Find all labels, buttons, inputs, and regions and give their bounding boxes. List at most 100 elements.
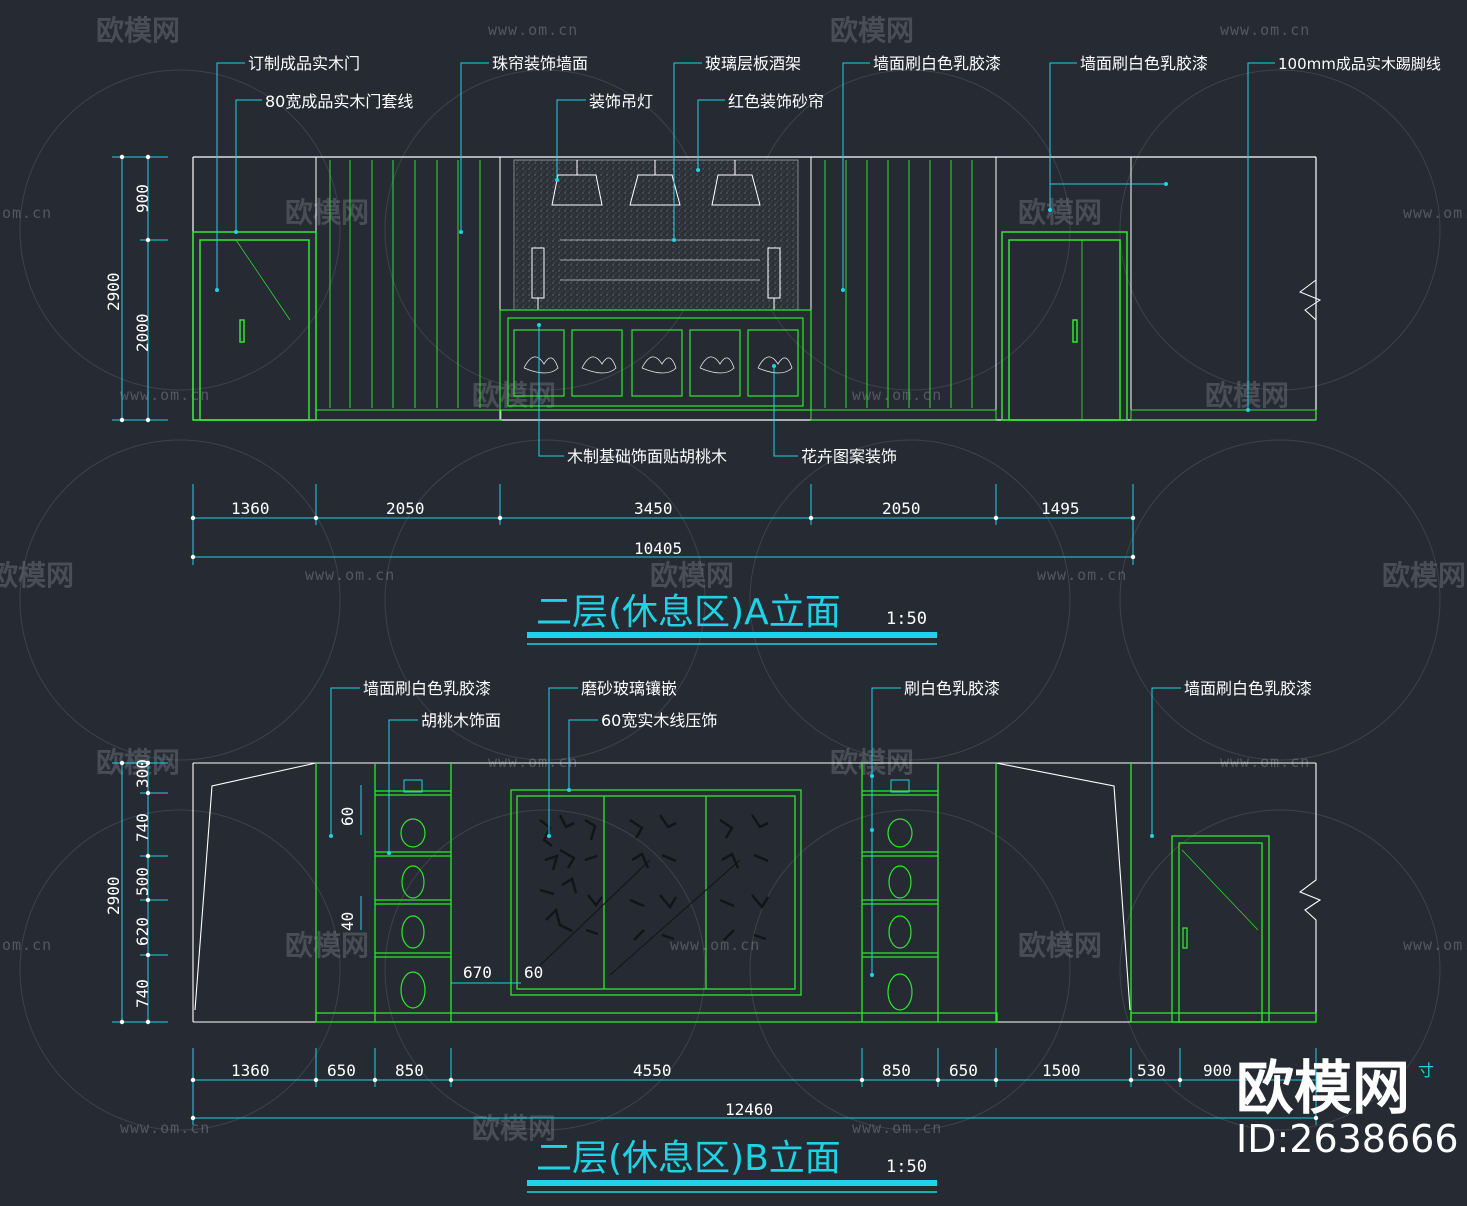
hdim-b-850: 850 <box>395 1061 424 1080</box>
label-partial: 寸 <box>1418 1061 1434 1080</box>
hdim-b-850b: 850 <box>882 1061 911 1080</box>
hdim-a-2050b: 2050 <box>882 499 921 518</box>
watermark-logo: 欧模网 <box>285 929 369 962</box>
watermark-logo: 欧模网 <box>1382 559 1466 592</box>
label-wine-rack: 玻璃层板酒架 <box>705 54 801 73</box>
hdim-b-1360: 1360 <box>231 1061 270 1080</box>
elevation-b-structure <box>315 763 1317 1023</box>
elevation-b-leader-dots <box>329 774 1154 977</box>
elevation-b-hdim-ticks <box>190 1077 1319 1121</box>
hdim-a-1360: 1360 <box>231 499 270 518</box>
watermark-url: www.om.cn <box>488 753 578 771</box>
elevation-b-leaders <box>330 687 1181 975</box>
walnut-base-cabinet <box>499 309 812 411</box>
vdim-b-620: 620 <box>133 917 152 946</box>
hdim-b-650b: 650 <box>949 1061 978 1080</box>
watermark-logo: 欧模网 <box>830 14 914 47</box>
glass-wine-rack <box>560 239 760 281</box>
watermark-url: www.om.cn <box>1403 204 1467 222</box>
label-paint-left: 墙面刷白色乳胶漆 <box>363 679 491 698</box>
vdim-a-2000: 2000 <box>133 313 152 352</box>
watermark-url: www.om.cn <box>1037 566 1127 584</box>
watermark-logo: 欧模网 <box>0 559 74 592</box>
elevation-b: 墙面刷白色乳胶漆 胡桃木饰面 磨砂玻璃镶嵌 60宽实木线压饰 刷白色乳胶漆 墙面… <box>104 679 1434 1193</box>
brand-id: ID:2638666 <box>1236 1117 1459 1161</box>
hdim-b-650: 650 <box>327 1061 356 1080</box>
vdim-b-300: 300 <box>133 759 152 788</box>
label-bead-wall: 珠帘装饰墙面 <box>492 54 588 73</box>
elevation-b-frame <box>192 762 1322 1023</box>
label-door: 订制成品实木门 <box>248 54 360 73</box>
watermark-logo: 欧模网 <box>1205 379 1289 412</box>
elevation-b-vdim-ticks <box>119 760 151 1025</box>
watermark-url: om.cn <box>2 936 52 954</box>
door-right <box>1001 231 1128 421</box>
label-paint-right: 墙面刷白色乳胶漆 <box>1080 54 1208 73</box>
calligraphy-artwork-icon <box>529 814 770 976</box>
bead-curtain-left <box>329 160 481 408</box>
watermark-url: www.om.cn <box>1220 753 1310 771</box>
hdim-b-total: 12460 <box>725 1100 773 1119</box>
label-door-trim: 80宽成品实木门套线 <box>265 92 413 111</box>
hdim-b-4550: 4550 <box>633 1061 672 1080</box>
wine-bottle-icon <box>531 247 781 310</box>
elevation-a-title: 二层(休息区)A立面 <box>536 592 841 633</box>
elevation-b-title: 二层(休息区)B立面 <box>536 1138 841 1179</box>
hdim-a-1495: 1495 <box>1041 499 1080 518</box>
vdim-b-500: 500 <box>133 867 152 896</box>
elevation-a-leaders <box>216 62 1275 457</box>
watermark-url: www.om.cn <box>305 566 395 584</box>
hdim-b-530: 530 <box>1137 1061 1166 1080</box>
elevation-b-vdim <box>112 762 521 1023</box>
label-walnut-base: 木制基础饰面贴胡桃木 <box>567 447 727 466</box>
vdim-b-60: 60 <box>338 807 357 826</box>
elevation-a-scale: 1:50 <box>886 609 927 629</box>
elevation-a-hdim-ticks <box>190 515 1136 560</box>
label-frosted: 磨砂玻璃镶嵌 <box>581 679 677 698</box>
label-walnut: 胡桃木饰面 <box>421 711 501 730</box>
hdim-b-900: 900 <box>1203 1061 1232 1080</box>
vdim-b-40: 40 <box>338 912 357 931</box>
brand-name: 欧模网 <box>1236 1054 1410 1122</box>
watermark-arcs <box>19 69 1441 1131</box>
label-paint-mid-b: 刷白色乳胶漆 <box>904 679 1000 698</box>
watermark-url: www.om.cn <box>1403 936 1467 954</box>
label-flower: 花卉图案装饰 <box>801 447 897 466</box>
elevation-a-title-underline <box>527 632 937 638</box>
vdim-a-2900: 2900 <box>104 272 123 311</box>
hdim-a-3450: 3450 <box>634 499 673 518</box>
watermark-url: om.cn <box>2 204 52 222</box>
vdim-b-740b: 740 <box>133 979 152 1008</box>
label-red-curtain: 红色装饰砂帘 <box>728 92 824 111</box>
elevation-a: 订制成品实木门 80宽成品实木门套线 珠帘装饰墙面 装饰吊灯 玻璃层板酒架 红色… <box>104 54 1441 645</box>
flower-pattern-icon <box>523 356 793 374</box>
bead-curtain-right <box>824 160 973 408</box>
watermark-url: www.om.cn <box>488 21 578 39</box>
watermark-logo: 欧模网 <box>650 559 734 592</box>
watermark-logo: 欧模网 <box>96 14 180 47</box>
lamp-icon <box>403 779 910 793</box>
watermark-url: www.om.cn <box>120 1119 210 1137</box>
label-paint-mid: 墙面刷白色乳胶漆 <box>873 54 1001 73</box>
hdim-a-total: 10405 <box>634 539 682 558</box>
watermark-logo: 欧模网 <box>1018 929 1102 962</box>
watermark-url: www.om.cn <box>852 1119 942 1137</box>
watermark-logo: 欧模网 <box>285 196 369 229</box>
label-baseboard: 100mm成品实木踢脚线 <box>1278 55 1441 73</box>
hdim-b-1500: 1500 <box>1042 1061 1081 1080</box>
red-sand-curtain <box>513 159 799 311</box>
elevation-b-title-underline <box>527 1180 937 1186</box>
hdim-a-2050: 2050 <box>386 499 425 518</box>
door-left <box>192 231 317 421</box>
elevation-a-vdim-ticks <box>119 154 151 423</box>
vdim-a-900: 900 <box>133 184 152 213</box>
vdim-b-740: 740 <box>133 813 152 842</box>
label-paint-right-b: 墙面刷白色乳胶漆 <box>1184 679 1312 698</box>
brand-mark: 欧模网 ID:2638666 <box>1236 1054 1459 1161</box>
watermark-layer: 欧模网 欧模网 欧模网 欧模网 欧模网 欧模网 欧模网 欧模网 欧模网 欧模网 … <box>0 14 1467 1145</box>
label-pendant: 装饰吊灯 <box>589 92 653 111</box>
watermark-url: www.om.cn <box>852 386 942 404</box>
watermark-url: www.om.cn <box>670 936 760 954</box>
